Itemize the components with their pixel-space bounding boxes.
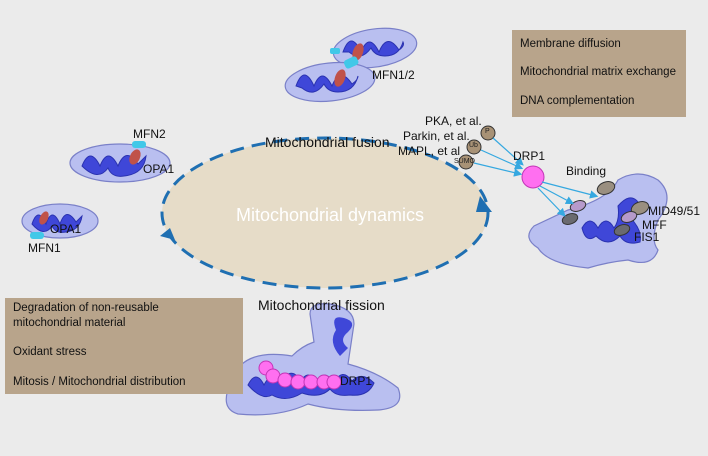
fission-outcome-2: Oxidant stress <box>13 346 87 358</box>
badge-sumo: SUMO <box>454 158 475 165</box>
fusing-mitochondria <box>284 27 418 103</box>
drp1-ring <box>258 360 342 390</box>
dividing-mitochondrion <box>225 303 401 416</box>
mitochondrion-mfn1 <box>21 203 99 239</box>
fission-arrowhead <box>160 228 175 240</box>
drp1-monomer <box>521 165 545 189</box>
label-mff: MFF <box>642 218 667 232</box>
fusion-arrowhead <box>476 196 492 212</box>
label-pka: PKA, et al. <box>425 114 482 128</box>
dynamics-ellipse <box>160 136 490 290</box>
signalling-arrows <box>473 137 599 217</box>
label-mfn2: MFN2 <box>133 127 166 141</box>
receptor-proteins <box>561 181 650 236</box>
fusion-outcome-3: DNA complementation <box>520 95 635 107</box>
label-fis1: FIS1 <box>634 230 660 244</box>
label-mapl: MAPL, et al <box>398 144 461 158</box>
label-mfn1: MFN1 <box>28 241 61 255</box>
label-parkin: Parkin, et al. <box>403 129 470 143</box>
badge-ub: Ub <box>469 142 478 149</box>
label-opa1-lower: OPA1 <box>50 222 82 236</box>
label-opa1-upper: OPA1 <box>143 162 175 176</box>
mitochondrion-mfn2 <box>69 141 171 183</box>
fission-outcome-1a: Degradation of non-reusable <box>13 302 159 314</box>
fission-outcomes-box: Degradation of non-reusable mitochondria… <box>5 298 243 394</box>
label-drp1-bottom: DRP1 <box>340 374 373 388</box>
label-mfn12: MFN1/2 <box>372 68 415 82</box>
fusion-outcome-1: Membrane diffusion <box>520 38 621 50</box>
fission-outcome-1b: mitochondrial material <box>13 317 126 329</box>
center-label: Mitochondrial dynamics <box>235 205 425 225</box>
fusion-outcome-2: Mitochondrial matrix exchange <box>520 66 676 78</box>
label-drp1-top: DRP1 <box>513 149 546 163</box>
modifier-badges <box>458 125 496 170</box>
fusion-outcomes-box: Membrane diffusion Mitochondrial matrix … <box>512 30 686 117</box>
fission-label: Mitochondrial fission <box>258 297 385 313</box>
label-binding: Binding <box>566 164 607 178</box>
fusion-label: Mitochondrial fusion <box>265 134 390 150</box>
label-mid4951: MID49/51 <box>648 204 701 218</box>
fission-outcome-3: Mitosis / Mitochondrial distribution <box>13 376 186 388</box>
badge-p: P <box>485 128 490 135</box>
